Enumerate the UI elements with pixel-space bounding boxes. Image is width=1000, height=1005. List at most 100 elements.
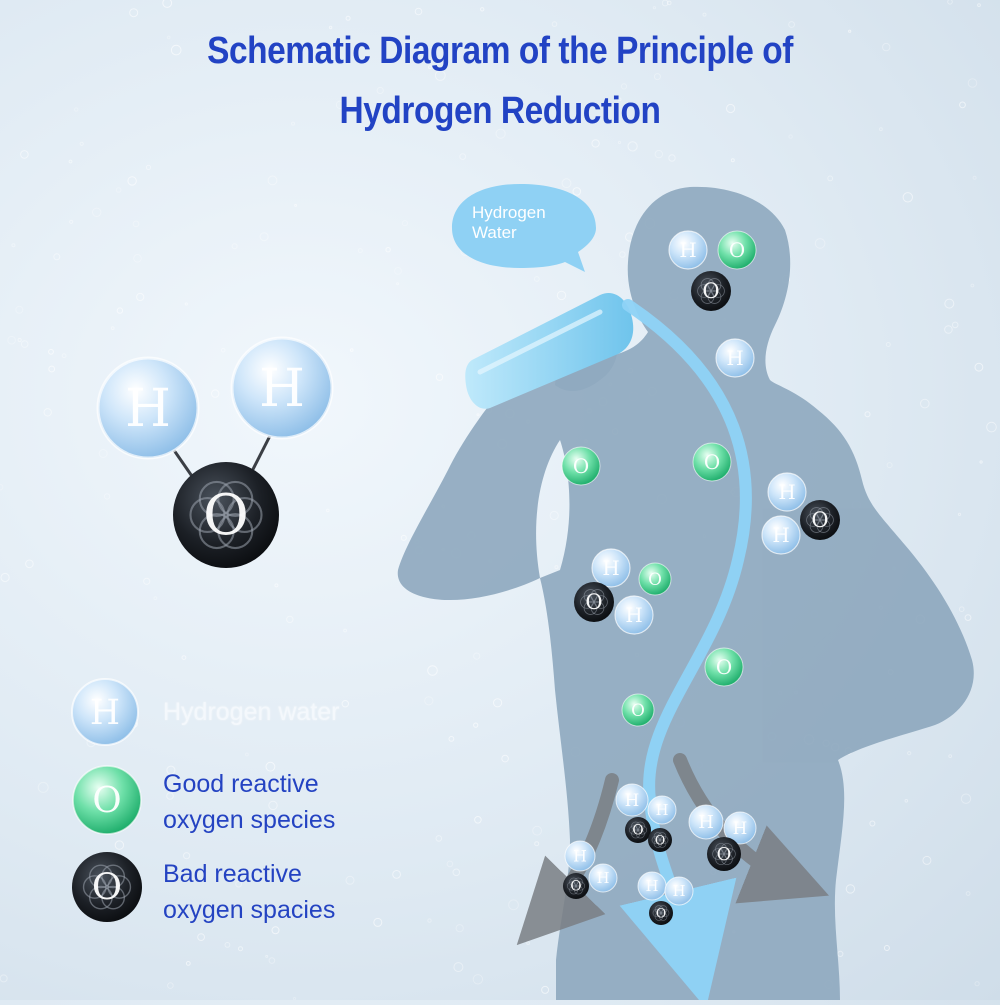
droplet (335, 100, 345, 110)
droplet (495, 128, 506, 139)
legend-hydrogen-symbol-body (71, 678, 139, 746)
body-hydrogen-particle-body (668, 230, 708, 270)
droplet (292, 997, 297, 1001)
droplet (702, 12, 707, 17)
body-hydrogen-particle: H (591, 548, 631, 588)
droplet (166, 765, 176, 775)
body-good-oxygen-particle-body (621, 693, 655, 727)
droplet (491, 49, 497, 55)
droplet (92, 207, 102, 218)
molecule-hydrogen-left-body (96, 356, 200, 460)
droplet (170, 44, 182, 56)
droplet (967, 78, 978, 88)
droplet (127, 176, 137, 186)
body-hydrogen-particle-letter: H (772, 524, 789, 547)
droplet (661, 0, 669, 7)
body-hydrogen-particle: H (664, 876, 694, 906)
droplet (459, 153, 467, 161)
legend-good-oxygen-symbol: O (72, 765, 142, 835)
body-bad-oxygen-particle-body (625, 817, 651, 843)
droplet (435, 373, 444, 381)
droplet (508, 899, 519, 911)
cluster-texture (573, 877, 583, 887)
droplet (166, 792, 174, 800)
droplet (554, 565, 559, 570)
droplet (275, 41, 285, 52)
droplet (572, 187, 582, 196)
cluster-texture (721, 853, 733, 865)
droplet (972, 175, 977, 180)
droplet (11, 243, 16, 248)
droplet (343, 628, 348, 633)
body-bad-oxygen-particle-body (800, 500, 840, 540)
droplet (526, 941, 530, 945)
body-hydrogen-particle-body (588, 863, 618, 893)
droplet (245, 752, 249, 757)
droplet (184, 302, 188, 306)
body-bad-oxygen-particle-letter: O (717, 844, 732, 865)
droplet (452, 868, 461, 877)
body-hydrogen-particle: H (688, 804, 724, 840)
body-hydrogen-particle-body (761, 515, 801, 555)
cluster-texture (809, 507, 824, 521)
droplet (920, 398, 930, 409)
molecule-hydrogen-right-letter: H (259, 358, 305, 419)
legend-hydrogen-symbol: H (71, 678, 139, 746)
droplet (267, 175, 278, 186)
droplet (959, 101, 966, 109)
droplet (69, 219, 74, 224)
droplet (376, 86, 384, 95)
droplet (185, 961, 191, 966)
droplet (394, 267, 402, 275)
legend-good-oxygen-symbol-letter: O (92, 780, 121, 821)
body-hydrogen-particle: H (614, 595, 654, 635)
body-hydrogen-particle: H (615, 783, 649, 817)
body-bad-oxygen-particle: O (625, 817, 651, 843)
droplet (902, 192, 913, 203)
cluster-texture (657, 839, 667, 848)
body-hydrogen-particle-body (614, 595, 654, 635)
body-bad-oxygen-particle-letter: O (632, 823, 643, 839)
body-bad-oxygen-particle-letter: O (656, 905, 666, 920)
droplet (974, 981, 980, 987)
droplet (619, 251, 626, 258)
droplet (788, 134, 793, 139)
body-bad-oxygen-particle-letter: O (655, 832, 665, 847)
droplet (268, 800, 278, 811)
body-bad-oxygen-particle-body (649, 901, 673, 925)
body-hydrogen-particle: H (588, 863, 618, 893)
cluster-texture (816, 519, 831, 533)
body-hydrogen-particle-body (688, 804, 724, 840)
woman-silhouette (397, 186, 974, 1000)
body-hydrogen-particle-letter: H (602, 557, 619, 580)
droplet (944, 325, 953, 334)
droplet (20, 340, 29, 348)
body-bad-oxygen-particle: O (648, 828, 672, 852)
cluster-texture (658, 905, 668, 914)
droplet (145, 164, 152, 170)
droplet (428, 65, 432, 70)
cluster-texture (816, 507, 831, 521)
legend-bad-line1: Bad reactive (163, 860, 302, 888)
droplet (265, 954, 269, 958)
droplet (541, 985, 550, 994)
page-title-line1: Schematic Diagram of the Principle of (207, 30, 793, 72)
droplet (474, 816, 482, 824)
droplet (238, 946, 243, 952)
droplet (556, 290, 567, 301)
droplet (848, 29, 852, 33)
droplet (885, 342, 891, 347)
body-good-oxygen-particle-letter: O (631, 700, 645, 720)
droplet (591, 139, 600, 148)
droplet (814, 238, 826, 249)
body-hydrogen-particle-body (564, 840, 596, 872)
droplet (907, 751, 912, 756)
droplet (453, 962, 464, 973)
droplet (53, 253, 61, 261)
droplet (947, 0, 953, 5)
body-bad-oxygen-particle: O (649, 901, 673, 925)
droplet (455, 924, 464, 933)
cluster-texture (721, 843, 733, 855)
